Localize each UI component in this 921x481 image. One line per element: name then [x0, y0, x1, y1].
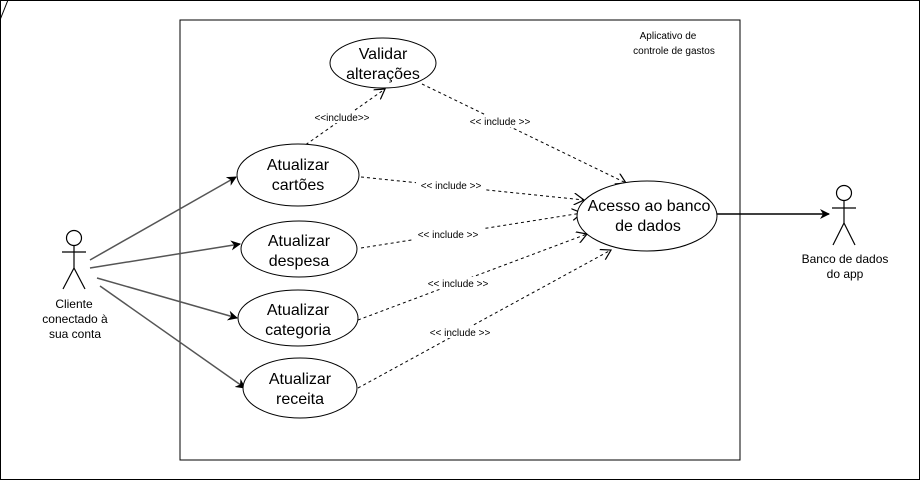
use-case-cartoes: Atualizar cartões	[236, 143, 360, 207]
actor-client-label-1: Cliente	[55, 297, 93, 311]
use-case-cartoes-label-1: Atualizar	[267, 157, 330, 174]
system-title-line2: controle de gastos	[633, 46, 715, 57]
include-relations	[300, 83, 626, 389]
use-case-receita-label-1: Atualizar	[269, 371, 332, 388]
use-case-despesa-label-1: Atualizar	[268, 233, 331, 250]
actor-client-label-2: conectado à	[42, 312, 108, 326]
include-labels: <<include>> << include >> << include >> …	[310, 111, 535, 339]
system-title-line1: Aplicativo de	[640, 31, 697, 42]
use-case-despesa: Atualizar despesa	[240, 220, 358, 278]
actor-database-label-1: Banco de dados	[802, 252, 889, 266]
use-case-categoria: Atualizar categoria	[237, 289, 359, 347]
use-case-categoria-label-2: categoria	[265, 322, 331, 339]
include-label-categoria: << include >>	[428, 279, 489, 290]
use-case-despesa-label-2: despesa	[269, 253, 330, 270]
frame-corner	[0, 0, 9, 21]
actor-client-label-3: sua conta	[49, 327, 101, 341]
include-label-validar-acesso: << include >>	[470, 117, 531, 128]
use-case-receita: Atualizar receita	[242, 357, 358, 419]
use-case-acesso-label-1: Acesso ao banco	[588, 198, 711, 215]
actor-client	[62, 229, 86, 290]
actor-database	[832, 184, 856, 246]
use-case-validar: Validar alterações	[329, 37, 437, 89]
include-label-cartoes: << include >>	[421, 181, 482, 192]
use-case-validar-label-1: Validar	[359, 46, 408, 63]
use-case-cartoes-label-2: cartões	[272, 177, 324, 194]
include-label-receita: << include >>	[430, 328, 491, 339]
include-label-despesa: << include >>	[418, 230, 479, 241]
actor-database-label-2: do app	[827, 267, 864, 281]
client-associations	[89, 176, 246, 389]
include-label-validar: <<include>>	[314, 113, 369, 124]
use-case-validar-label-2: alterações	[346, 66, 420, 83]
use-case-acesso-label-2: de dados	[615, 218, 681, 235]
use-case-categoria-label-1: Atualizar	[267, 302, 330, 319]
use-case-acesso: Acesso ao banco de dados	[576, 180, 718, 252]
use-case-receita-label-2: receita	[276, 391, 324, 408]
